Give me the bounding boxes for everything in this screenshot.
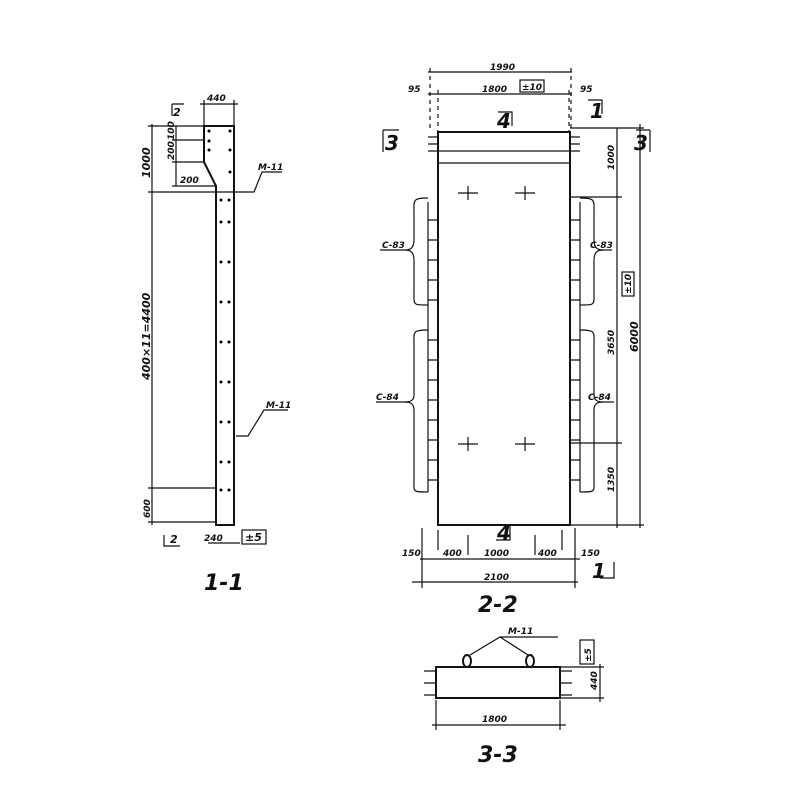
dim-150-right: 150 [581, 549, 600, 559]
tolerance-box-right [621, 271, 635, 297]
dim-150-left: 150 [402, 549, 421, 559]
dim-440: 440 [206, 94, 226, 104]
section-marker-3-right: 3 [634, 131, 648, 155]
dim-1800: 1800 [482, 715, 507, 725]
section-title-3-3: 3-3 [478, 743, 518, 768]
label-m11-mid: M-11 [266, 401, 291, 411]
dim-400-left: 400 [442, 549, 462, 559]
label-c84-right: C-84 [588, 393, 611, 403]
tolerance-10-top: ±10 [522, 83, 542, 93]
tolerance-10-right: ±10 [624, 274, 634, 294]
section-marker-2-bottom: 2 [170, 533, 178, 546]
dim-200-vertical: 200 [167, 141, 177, 160]
label-c83-left: C-83 [382, 241, 405, 251]
anchor-dots [207, 129, 232, 492]
section-marker-4-bottom: 4 [496, 521, 511, 545]
section-2-2: C-83 C-83 C-84 C-84 1990 95 1800 ±10 95 … [376, 63, 651, 618]
section-title-2-2: 2-2 [478, 593, 518, 618]
dim-1000-bottom: 1000 [484, 549, 509, 559]
section-marker-1-bottom: 1 [592, 559, 606, 583]
panel-cross-section [435, 666, 561, 699]
dim-95-left: 95 [408, 85, 421, 95]
section-marker-3-left: 3 [385, 131, 399, 155]
dim-4400: 400×11=4400 [140, 292, 153, 381]
section-3-3: M-11 ±5 440 1800 3-3 [424, 627, 604, 768]
label-c84-left: C-84 [376, 393, 399, 403]
dim-3650: 3650 [607, 330, 617, 355]
dim-440: 440 [590, 671, 600, 691]
section-marker-2-top: 2 [173, 106, 181, 119]
dim-2100: 2100 [484, 573, 509, 583]
tolerance-box [579, 639, 595, 665]
dim-1000-right: 1000 [607, 145, 617, 170]
dim-6000: 6000 [628, 321, 641, 352]
dim-600: 600 [143, 499, 153, 518]
section-marker-4-top: 4 [496, 109, 511, 133]
section-marker-1-top: 1 [590, 99, 604, 123]
lifting-loop-right [525, 654, 535, 668]
dim-1000: 1000 [140, 147, 153, 178]
panel-elevation [437, 131, 571, 526]
label-m11: M-11 [508, 627, 533, 637]
dim-200-horizontal: 200 [180, 176, 199, 186]
section-1-1: 440 2 1000 100 200 200 400×11=4400 600 M… [140, 94, 291, 596]
dim-95-right: 95 [580, 85, 593, 95]
label-m11-top: M-11 [258, 163, 283, 173]
tolerance-box-top [519, 79, 545, 93]
tolerance-5: ±5 [584, 648, 594, 662]
tolerance-5: ±5 [245, 531, 262, 544]
tolerance-box [241, 529, 267, 545]
dim-400-right: 400 [537, 549, 557, 559]
dim-240: 240 [204, 534, 223, 544]
lifting-loop-left [462, 654, 472, 668]
dim-1990: 1990 [490, 63, 515, 73]
label-c83-right: C-83 [590, 241, 613, 251]
section-title-1-1: 1-1 [204, 571, 244, 596]
dim-1800-top: 1800 [482, 85, 507, 95]
dim-100: 100 [167, 121, 177, 140]
dim-1350: 1350 [607, 467, 617, 492]
